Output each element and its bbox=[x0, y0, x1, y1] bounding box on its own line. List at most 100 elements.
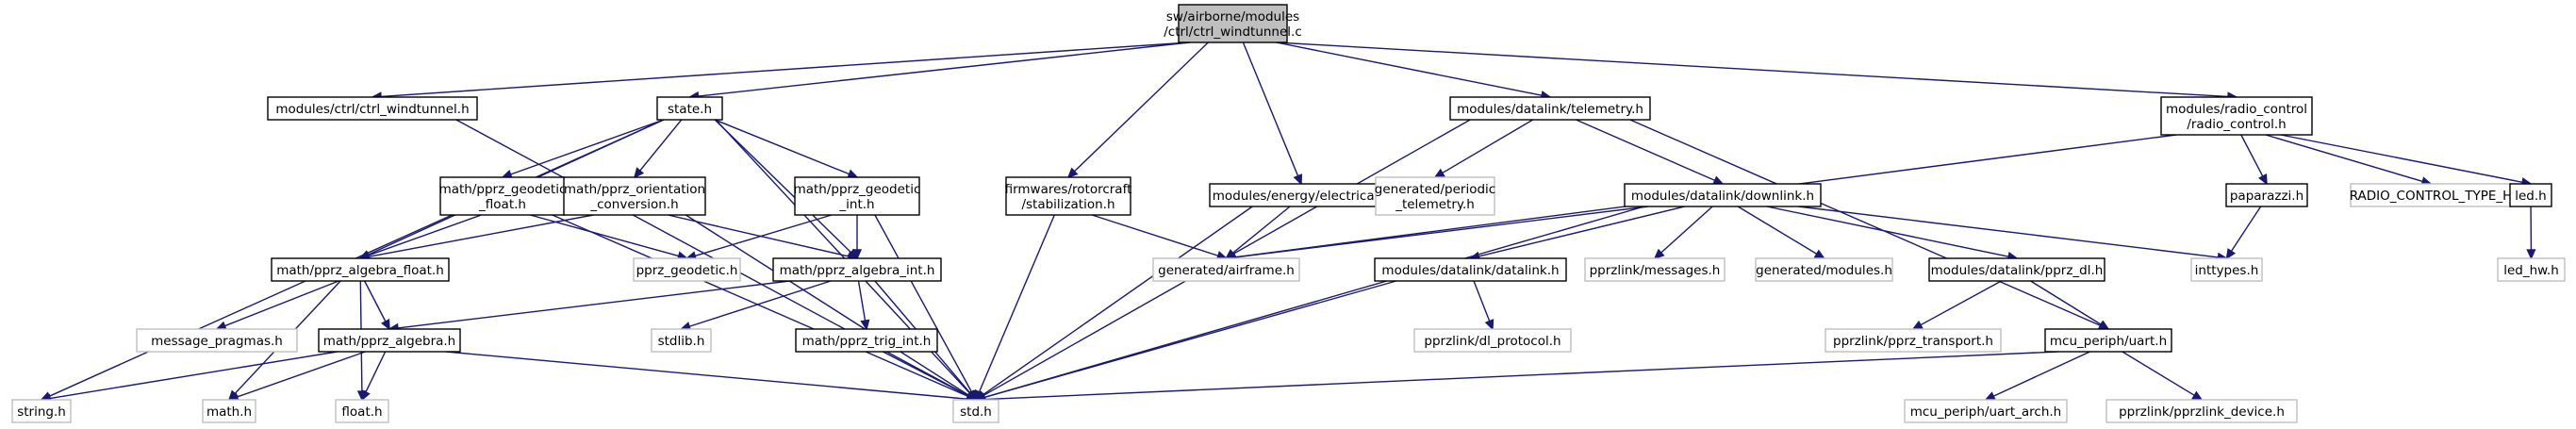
node-box bbox=[2044, 328, 2172, 353]
edge-datalink-h-to-std-h bbox=[974, 280, 1397, 403]
edge-pprz-dl-h-to-pprz-transport-h bbox=[1911, 280, 2002, 330]
node-box bbox=[1374, 257, 1567, 282]
node-label: modules/radio_control bbox=[2166, 102, 2307, 117]
node-label: string.h bbox=[17, 404, 66, 420]
node-airframe-h: generated/airframe.h bbox=[1152, 257, 1300, 282]
node-label: pprzlink/messages.h bbox=[1590, 263, 1721, 278]
node-box bbox=[271, 257, 450, 282]
node-stabilization-h[interactable]: firmwares/rotorcraft/stabilization.h bbox=[1005, 176, 1132, 216]
node-pprz-geodetic-h: pprz_geodetic.h bbox=[633, 257, 741, 282]
node-label: generated/airframe.h bbox=[1158, 263, 1295, 278]
node-orientation-conv-h[interactable]: math/pprz_orientation_conversion.h bbox=[563, 176, 706, 216]
node-label: pprzlink/dl_protocol.h bbox=[1424, 334, 1560, 349]
node-label: RADIO_CONTROL_TYPE_H bbox=[2350, 189, 2513, 204]
node-box bbox=[202, 399, 256, 423]
edge-telemetry-h-to-downlink-h bbox=[1576, 119, 1725, 185]
edge-stabilization-h-to-airframe-h bbox=[1091, 214, 1229, 260]
node-label: mcu_periph/uart_arch.h bbox=[1910, 404, 2062, 420]
node-pprz-dl-h[interactable]: modules/datalink/pprz_dl.h bbox=[1928, 257, 2105, 282]
edge-downlink-h-to-inttypes-h bbox=[1798, 206, 2229, 262]
node-box bbox=[1209, 183, 1394, 207]
node-radio-control-h[interactable]: modules/radio_control/radio_control.h bbox=[2160, 96, 2313, 136]
node-box bbox=[772, 257, 942, 282]
edge-root-to-stabilization-h bbox=[1066, 41, 1209, 179]
node-box bbox=[1413, 328, 1572, 353]
edge-downlink-h-to-modules-h bbox=[1737, 206, 1825, 259]
edge-algebra-int-h-to-trig-int-h bbox=[857, 280, 870, 331]
node-label: inttypes.h bbox=[2195, 263, 2259, 278]
node-pprzlink-device-h: pprzlink/pprzlink_device.h bbox=[2105, 399, 2298, 423]
node-box bbox=[2350, 183, 2512, 207]
edge-pprz-dl-h-to-uart-h bbox=[2030, 280, 2110, 330]
node-message-pragmas-h: message_pragmas.h bbox=[136, 328, 298, 353]
node-trig-int-h[interactable]: math/pprz_trig_int.h bbox=[795, 328, 938, 353]
node-box bbox=[794, 176, 920, 216]
node-box bbox=[2105, 399, 2298, 423]
node-state-h[interactable]: state.h bbox=[656, 96, 723, 121]
node-label: modules/datalink/datalink.h bbox=[1381, 263, 1559, 278]
node-label: _float.h bbox=[478, 197, 526, 212]
node-geodetic-int-h[interactable]: math/pprz_geodetic_int.h bbox=[794, 176, 921, 216]
node-geodetic-float-h[interactable]: math/pprz_geodetic_float.h bbox=[439, 176, 567, 216]
node-label: /stabilization.h bbox=[1021, 197, 1115, 212]
node-label: generated/modules.h bbox=[1756, 263, 1892, 278]
node-label: pprzlink/pprzlink_device.h bbox=[2119, 404, 2285, 420]
node-paparazzi-h[interactable]: paparazzi.h bbox=[2225, 183, 2308, 207]
edge-algebra-int-h-to-algebra-h bbox=[388, 280, 790, 333]
node-algebra-float-h[interactable]: math/pprz_algebra_float.h bbox=[271, 257, 450, 282]
node-uart-h[interactable]: mcu_periph/uart.h bbox=[2044, 328, 2172, 353]
node-label: math/pprz_geodetic bbox=[439, 182, 567, 197]
node-box bbox=[1152, 257, 1300, 282]
node-math-h: math.h bbox=[202, 399, 256, 423]
node-inttypes-h: inttypes.h bbox=[2190, 257, 2263, 282]
node-box bbox=[2190, 257, 2263, 282]
node-box bbox=[2225, 183, 2308, 207]
node-label: /radio_control.h bbox=[2187, 117, 2286, 132]
node-string-h: string.h bbox=[11, 399, 72, 423]
node-box bbox=[795, 328, 938, 353]
edge-algebra-float-h-to-message-pragmas-h bbox=[215, 280, 339, 331]
node-label: sw/airborne/modules bbox=[1166, 9, 1299, 25]
node-led-hw-h: led_hw.h bbox=[2497, 257, 2566, 282]
node-box bbox=[136, 328, 298, 353]
node-box bbox=[439, 176, 566, 216]
node-label: _int.h bbox=[838, 197, 874, 212]
node-label: math/pprz_orientation bbox=[564, 182, 705, 197]
edge-uart-h-to-uart-arch-h bbox=[1984, 351, 2090, 401]
edge-state-h-to-geodetic-int-h bbox=[714, 119, 859, 179]
node-box bbox=[267, 96, 478, 121]
node-root[interactable]: sw/airborne/modules/ctrl/ctrl_windtunnel… bbox=[1164, 4, 1302, 43]
edge-root-to-ctrl-windtunnel-h bbox=[371, 41, 1190, 102]
edge-root-to-telemetry-h bbox=[1276, 41, 1552, 101]
node-algebra-h[interactable]: math/pprz_algebra.h bbox=[318, 328, 461, 353]
node-led-h[interactable]: led.h bbox=[2509, 183, 2552, 207]
node-ctrl-windtunnel-h[interactable]: modules/ctrl/ctrl_windtunnel.h bbox=[267, 96, 478, 121]
node-label: state.h bbox=[668, 102, 712, 117]
node-label: _telemetry.h bbox=[1395, 197, 1475, 212]
node-downlink-h[interactable]: modules/datalink/downlink.h bbox=[1624, 183, 1822, 207]
node-std-h: std.h bbox=[952, 399, 999, 423]
edges-layer bbox=[40, 41, 2536, 404]
node-datalink-h[interactable]: modules/datalink/datalink.h bbox=[1374, 257, 1567, 282]
edge-algebra-int-h-to-stdlib-h bbox=[679, 280, 832, 331]
node-box bbox=[1449, 96, 1651, 121]
node-label: stdlib.h bbox=[658, 334, 705, 349]
node-box bbox=[1178, 4, 1288, 43]
nodes-layer: sw/airborne/modules/ctrl/ctrl_windtunnel… bbox=[11, 4, 2566, 423]
edge-radio-control-h-to-paparazzi-h bbox=[2240, 134, 2268, 186]
node-dl-protocol-h: pprzlink/dl_protocol.h bbox=[1413, 328, 1572, 353]
node-label: pprzlink/pprz_transport.h bbox=[1833, 334, 1993, 349]
node-box bbox=[656, 96, 723, 121]
node-stdlib-h: stdlib.h bbox=[651, 328, 712, 353]
node-label: math/pprz_algebra_float.h bbox=[276, 263, 444, 278]
node-box bbox=[1755, 257, 1893, 282]
node-box bbox=[952, 399, 999, 423]
edge-telemetry-h-to-uart-h bbox=[1629, 119, 2110, 330]
node-electrical-h[interactable]: modules/energy/electrical.h bbox=[1209, 183, 1394, 207]
node-telemetry-h[interactable]: modules/datalink/telemetry.h bbox=[1449, 96, 1651, 121]
node-algebra-int-h[interactable]: math/pprz_algebra_int.h bbox=[772, 257, 942, 282]
node-float-h: float.h bbox=[335, 399, 389, 423]
node-label: modules/datalink/pprz_dl.h bbox=[1931, 263, 2104, 278]
node-box bbox=[2509, 183, 2552, 207]
